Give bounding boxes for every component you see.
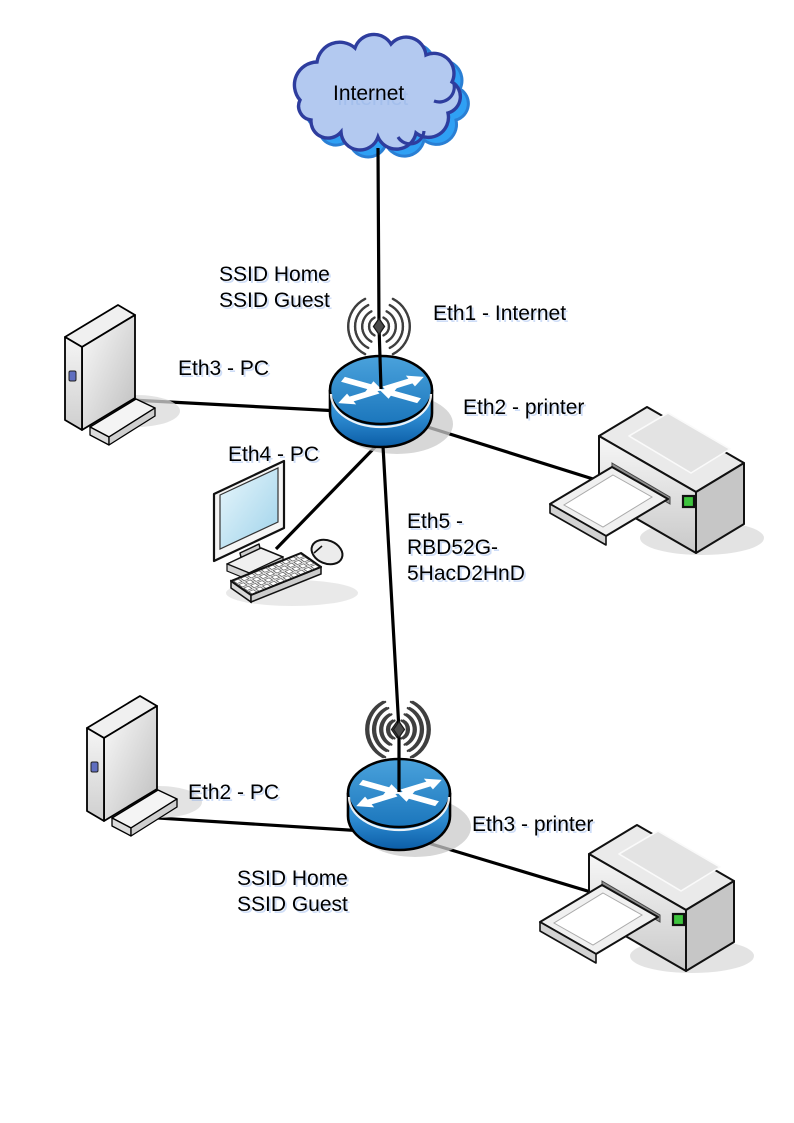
pc-desktop xyxy=(212,459,358,606)
label-eth3-printer: Eth3 - printer xyxy=(472,813,594,836)
label-eth2-printer: Eth2 - printer xyxy=(463,396,585,419)
monitor xyxy=(212,459,286,581)
internet-cloud xyxy=(292,32,470,159)
router-2 xyxy=(348,702,471,857)
label-eth3-pc: Eth3 - PC xyxy=(178,357,270,380)
label-router1-ssid-home: SSID Home xyxy=(219,263,330,286)
cloud-icon xyxy=(292,32,463,152)
keyboard xyxy=(230,552,322,604)
label-eth5-line2: RBD52G- xyxy=(407,536,499,559)
label-router2-ssid-home: SSID Home xyxy=(237,867,348,890)
printer-1 xyxy=(548,405,766,557)
label-eth5-line3: 5HacD2HnD xyxy=(407,562,525,585)
link-router1-desktop xyxy=(274,440,382,551)
link-router2-tower2 xyxy=(125,814,381,834)
printer-2 xyxy=(538,823,756,975)
link-cloud-router1 xyxy=(376,147,383,390)
pc-tower-1 xyxy=(64,304,181,446)
pc-tower-2 xyxy=(86,695,203,837)
label-router1-ssid-guest: SSID Guest xyxy=(219,289,330,312)
label-eth1-internet: Eth1 - Internet xyxy=(433,302,567,325)
mouse xyxy=(310,538,344,566)
label-eth5-line1: Eth5 - xyxy=(407,510,464,533)
label-eth4-pc: Eth4 - PC xyxy=(228,443,320,466)
link-router2-printer2 xyxy=(427,841,615,901)
label-router2-ssid-guest: SSID Guest xyxy=(237,893,348,916)
label-eth2-pc: Eth2 - PC xyxy=(188,781,280,804)
label-internet: Internet xyxy=(333,82,405,105)
